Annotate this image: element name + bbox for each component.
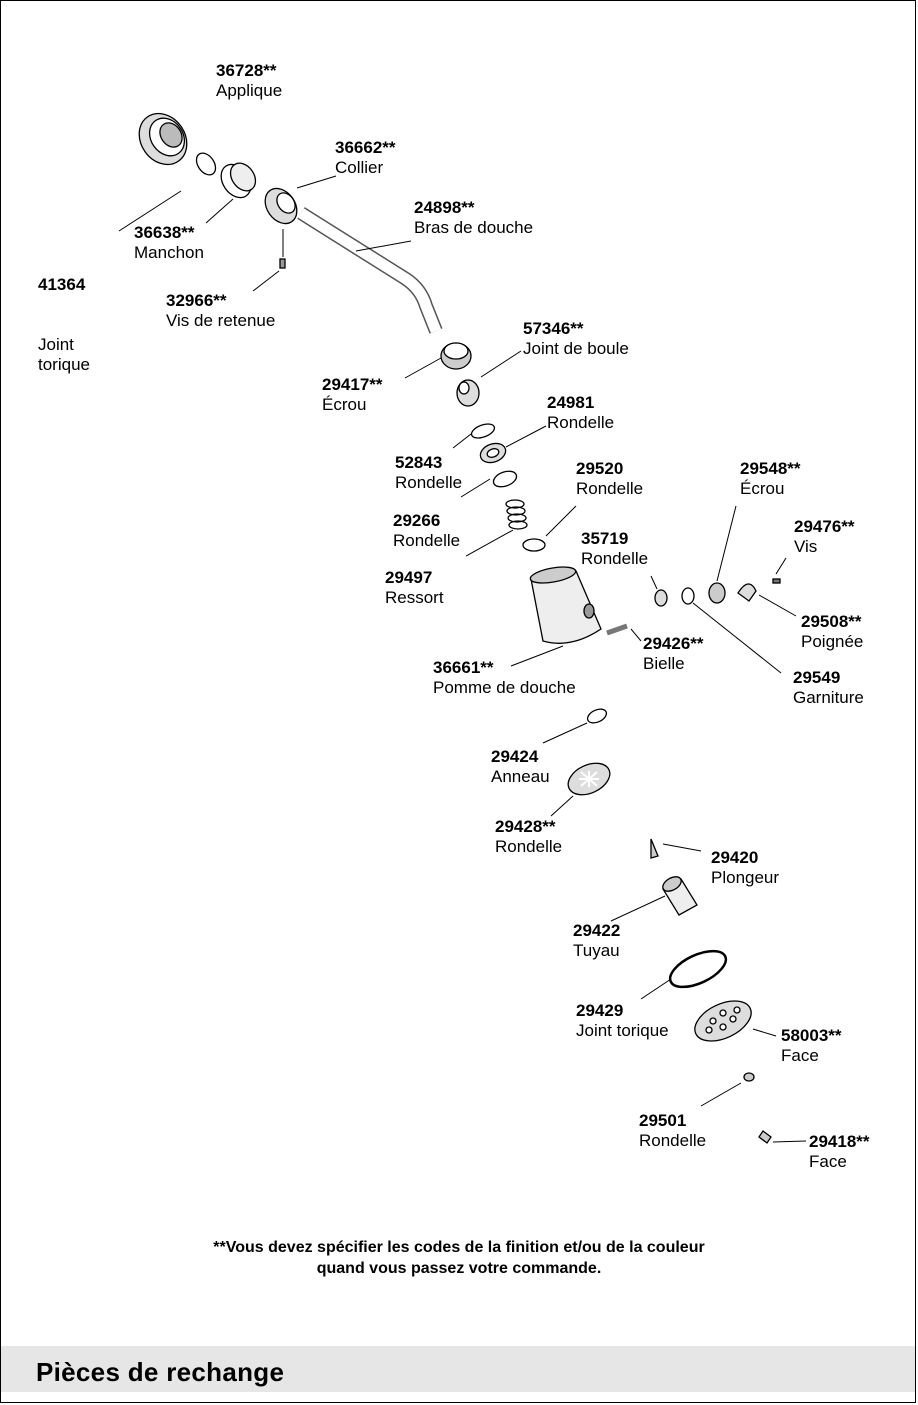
- label-29501: 29501 Rondelle: [639, 1111, 707, 1150]
- part-manchon-drawing: [220, 162, 257, 199]
- label-29520: 29520 Rondelle: [576, 459, 644, 498]
- label-29476: 29476** Vis: [794, 517, 855, 556]
- part-faceplate-drawing: [694, 1000, 752, 1042]
- part-washer-29520-drawing: [522, 538, 546, 552]
- label-29422: 29422 Tuyau: [573, 921, 621, 960]
- part-ball-joint-drawing: [456, 379, 480, 407]
- part-oring-drawing: [195, 152, 217, 176]
- label-29497: 29497 Ressort: [385, 568, 444, 607]
- exploded-parts-drawing: [118, 112, 807, 1144]
- order-note: **Vous devez spécifier les codes de la f…: [1, 1237, 915, 1279]
- label-35719: 35719 Rondelle: [581, 529, 649, 568]
- label-29424: 29424 Anneau: [491, 747, 550, 786]
- label-36661: 36661** Pomme de douche: [433, 658, 576, 697]
- label-24981: 24981 Rondelle: [547, 393, 615, 432]
- part-pipe-drawing: [662, 876, 698, 916]
- label-29549: 29549 Garniture: [793, 668, 864, 707]
- leader-lines: [118, 175, 807, 1143]
- label-32966: 32966** Vis de retenue: [166, 291, 276, 330]
- section-title: Pièces de rechange: [36, 1357, 285, 1387]
- label-52843: 52843 Rondelle: [395, 453, 463, 492]
- part-screw-29476-drawing: [772, 578, 781, 584]
- label-29508: 29508** Poignée: [801, 612, 864, 651]
- label-29266: 29266 Rondelle: [393, 511, 461, 550]
- part-setscrew-drawing: [279, 258, 286, 269]
- label-58003: 58003** Face: [781, 1026, 842, 1065]
- label-57346: 57346** Joint de boule: [523, 319, 629, 358]
- part-face-29418-drawing: [758, 1130, 772, 1144]
- order-note-line2: quand vous passez votre commande.: [316, 1260, 602, 1277]
- part-crank-drawing: [606, 623, 628, 636]
- part-washer-29428-drawing: [567, 762, 611, 796]
- label-36662: 36662** Collier: [335, 138, 396, 177]
- part-nut-drawing: [440, 342, 472, 370]
- part-applique-drawing: [138, 112, 188, 166]
- part-collier-drawing: [264, 187, 298, 225]
- part-spring-drawing: [505, 499, 528, 530]
- label-29420: 29420 Plongeur: [711, 848, 780, 887]
- label-41364: 41364 Joint torique: [38, 275, 90, 374]
- part-nut-29548-drawing: [708, 582, 726, 604]
- label-29418: 29418** Face: [809, 1132, 870, 1171]
- label-29428: 29428** Rondelle: [495, 817, 563, 856]
- label-29548: 29548** Écrou: [740, 459, 801, 498]
- label-24898: 24898** Bras de douche: [414, 198, 534, 237]
- label-29429: 29429 Joint torique: [576, 1001, 669, 1040]
- section-header-band: [1, 1346, 915, 1392]
- label-36638: 36638** Manchon: [134, 223, 204, 262]
- part-plunger-drawing: [650, 838, 659, 859]
- part-showerhead-drawing: [529, 566, 602, 644]
- label-36728: 36728** Applique: [216, 61, 283, 100]
- label-29417: 29417** Écrou: [322, 375, 383, 414]
- part-handle-drawing: [737, 583, 757, 602]
- label-29426: 29426** Bielle: [643, 634, 704, 673]
- order-note-line1: **Vous devez spécifier les codes de la f…: [213, 1239, 705, 1256]
